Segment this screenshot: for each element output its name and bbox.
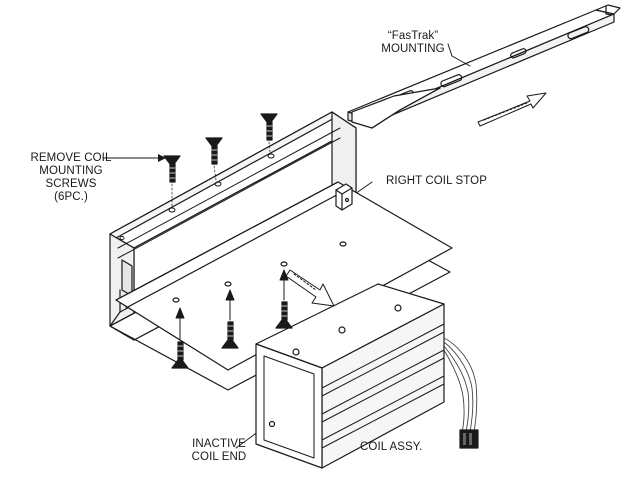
remove-label-line-1: REMOVE COIL xyxy=(30,152,112,164)
coil-assembly xyxy=(255,283,445,469)
remove-label-line-4: (6PC.) xyxy=(54,191,88,203)
remove-coil-screws-label: REMOVE COIL MOUNTING SCREWS (6PC.) xyxy=(26,152,116,204)
rail-slot-4 xyxy=(567,26,590,40)
slide-direction-arrow xyxy=(477,92,547,127)
coil-wire-connector xyxy=(459,429,479,449)
screw-bottom-3 xyxy=(275,301,293,329)
coil-top-screw-2 xyxy=(338,326,346,334)
fastrak-rail-lower xyxy=(351,87,441,129)
screw-top-1 xyxy=(163,155,181,183)
remove-label-line-3: SCREWS xyxy=(45,178,97,190)
floor-hole-2 xyxy=(224,281,232,287)
remove-label-line-2: MOUNTING xyxy=(39,165,103,177)
fastrak-label-line-2: MOUNTING xyxy=(381,43,445,55)
screw-bottom-2 xyxy=(221,321,239,349)
remove-coil-arrowhead xyxy=(158,154,166,162)
coil-assy-label: COIL ASSY. xyxy=(360,441,423,453)
coil-top-screw-1 xyxy=(292,348,300,356)
screw-top-3 xyxy=(260,113,278,141)
screw-alignment-lines-top xyxy=(171,141,271,207)
right-coil-stop xyxy=(335,183,353,211)
fastrak-mounting-label: “FasTrak” MOUNTING xyxy=(378,30,448,56)
floor-hole-3 xyxy=(280,261,288,267)
right-coil-stop-label: RIGHT COIL STOP xyxy=(386,175,487,187)
coil-wire-bundle xyxy=(443,337,478,433)
rail-slot-2 xyxy=(440,74,463,88)
back-wall-screw-holes xyxy=(119,153,275,241)
screw-insert-arrows xyxy=(175,269,289,341)
floor-hole-1 xyxy=(172,297,180,303)
screw-top-2 xyxy=(205,137,223,165)
bottom-screws xyxy=(171,301,293,369)
inactive-coil-end-label: INACTIVE COIL END xyxy=(176,438,262,464)
inactive-label-line-2: COIL END xyxy=(191,451,247,463)
coil-end-screw xyxy=(268,420,276,428)
fastrak-label-line-1: “FasTrak” xyxy=(387,30,439,42)
screw-bottom-1 xyxy=(171,341,189,369)
top-screws xyxy=(163,113,278,183)
housing-inner-rails xyxy=(117,127,341,259)
coil-top-screw-3 xyxy=(394,304,402,312)
rail-slot-3 xyxy=(510,48,527,59)
floor-hole-4 xyxy=(339,241,347,247)
inactive-label-line-1: INACTIVE xyxy=(192,438,246,450)
coil-insert-arrow xyxy=(285,269,335,307)
